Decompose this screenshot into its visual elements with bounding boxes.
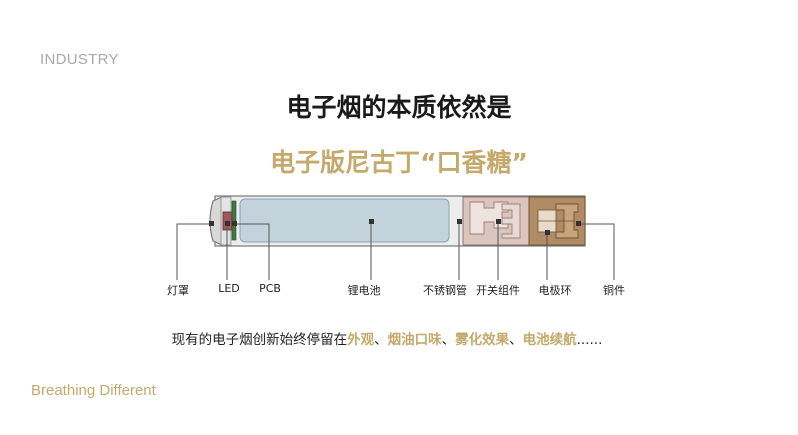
leader-copper bbox=[578, 223, 615, 280]
label-switch-assembly: 开关组件 bbox=[476, 284, 520, 297]
page-subtitle: 电子版尼古丁“口香糖” bbox=[270, 148, 528, 177]
label-stainless-tube: 不锈钢管 bbox=[423, 284, 467, 297]
label-pcb: PCB bbox=[259, 282, 281, 295]
page-title: 电子烟的本质依然是 bbox=[286, 93, 512, 122]
battery-part bbox=[239, 198, 450, 243]
label-electrode-ring: 电极环 bbox=[538, 284, 572, 297]
label-lamp-cap: 灯罩 bbox=[167, 284, 189, 297]
pcb-part bbox=[231, 200, 237, 241]
leader-pcb bbox=[234, 223, 270, 280]
summary-prefix: 现有的电子烟创新始终停留在 bbox=[171, 332, 348, 348]
summary-separator: 、 bbox=[509, 332, 523, 348]
summary-text: 现有的电子烟创新始终停留在外观、烟油口味、雾化效果、电池续航...... bbox=[0, 328, 774, 348]
label-copper: 铜件 bbox=[603, 284, 625, 297]
summary-item-vapor: 雾化效果 bbox=[455, 332, 510, 348]
summary-suffix: ...... bbox=[576, 332, 603, 348]
label-battery: 锂电池 bbox=[347, 284, 381, 297]
leader-lamp-cap bbox=[176, 223, 212, 280]
footer-tagline: Breathing Different bbox=[31, 382, 156, 399]
summary-item-appearance: 外观 bbox=[347, 332, 375, 348]
summary-item-battery-life: 电池续航 bbox=[522, 332, 577, 348]
summary-item-flavor: 烟油口味 bbox=[387, 332, 442, 348]
summary-separator: 、 bbox=[441, 332, 456, 348]
summary-separator: 、 bbox=[374, 332, 388, 348]
section-label: INDUSTRY bbox=[40, 51, 119, 68]
label-led: LED bbox=[218, 282, 240, 295]
